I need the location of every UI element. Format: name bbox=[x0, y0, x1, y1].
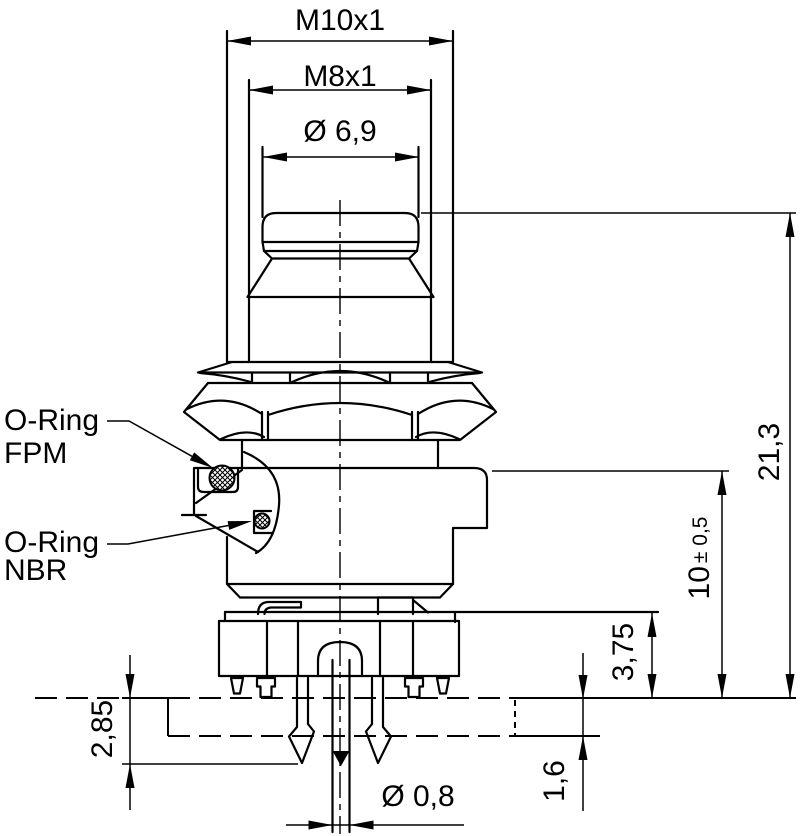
label-oring-fpm-line1: O-Ring bbox=[4, 404, 99, 437]
dim-base-height: 3,75 bbox=[607, 623, 640, 681]
oring-nbr-ring bbox=[253, 512, 271, 530]
label-oring-nbr-line2: NBR bbox=[4, 554, 67, 587]
dim-pin-diameter: Ø 0,8 bbox=[381, 780, 454, 813]
dim-mount-height: 10± 0,5 bbox=[683, 517, 716, 600]
mounting-panel bbox=[35, 697, 796, 737]
oring-fpm-ring bbox=[208, 464, 236, 492]
dim-overall-height: 21,3 bbox=[753, 423, 786, 481]
oring-labels: O-Ring FPM O-Ring NBR bbox=[4, 404, 252, 587]
dim-plunger-diameter: Ø 6,9 bbox=[303, 115, 376, 148]
component-outline bbox=[180, 29, 660, 834]
dim-panel-thickness: 1,6 bbox=[538, 760, 571, 802]
dim-snap-leg-depth: 2,85 bbox=[86, 700, 119, 758]
oring-nbr-section bbox=[253, 512, 271, 530]
dim-thread-inner: M8x1 bbox=[303, 60, 376, 93]
dim-thread-outer: M10x1 bbox=[295, 4, 385, 37]
dimension-annotations: M10x1 M8x1 Ø 6,9 21,3 10± 0,5 3,75 1,6 2… bbox=[86, 4, 796, 830]
oring-fpm-section bbox=[208, 464, 236, 492]
label-oring-nbr-line1: O-Ring bbox=[4, 526, 99, 559]
pin-tip bbox=[332, 751, 350, 766]
label-oring-fpm-line2: FPM bbox=[4, 437, 67, 470]
